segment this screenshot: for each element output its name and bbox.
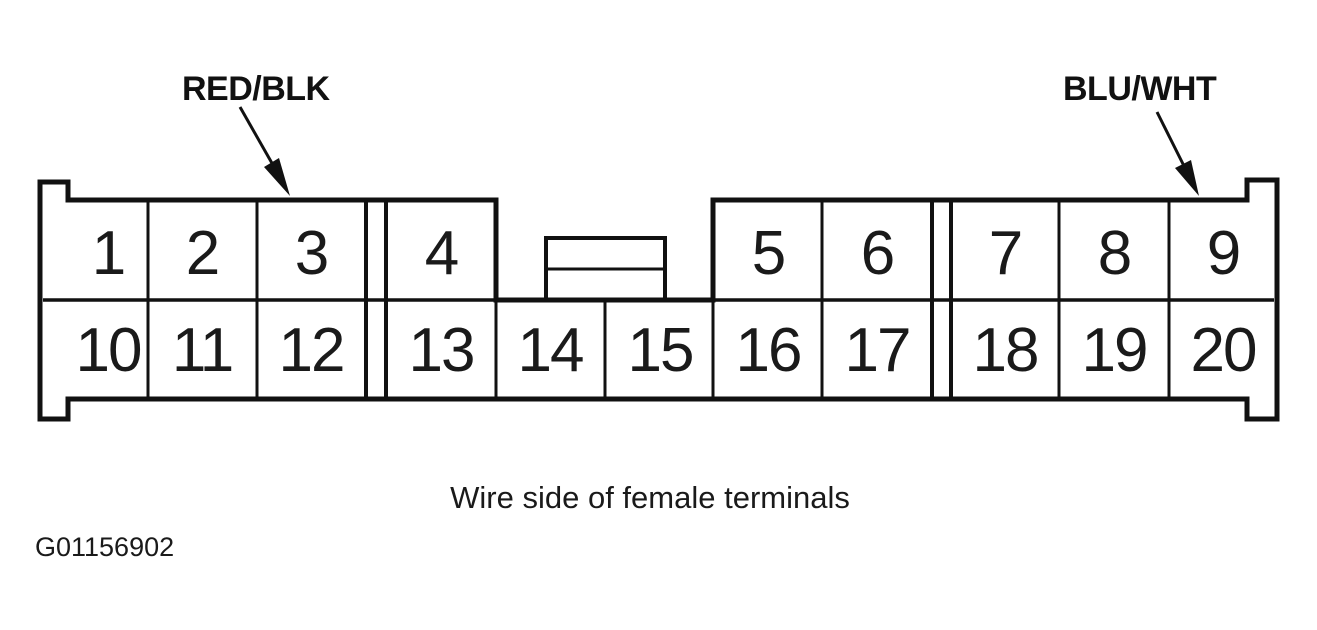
figure-id: G01156902 bbox=[35, 532, 174, 562]
terminal-5: 5 bbox=[752, 219, 784, 288]
terminal-13: 13 bbox=[409, 316, 474, 385]
terminal-16: 16 bbox=[736, 316, 801, 385]
terminal-17: 17 bbox=[845, 316, 910, 385]
terminal-14: 14 bbox=[518, 316, 583, 385]
blu-wht-label: BLU/WHT bbox=[1063, 70, 1217, 108]
blu-wht-callout: BLU/WHT bbox=[1063, 70, 1217, 196]
terminal-20: 20 bbox=[1191, 316, 1256, 385]
terminal-6: 6 bbox=[861, 219, 893, 288]
terminal-7: 7 bbox=[989, 219, 1021, 288]
terminal-10: 10 bbox=[76, 316, 141, 385]
terminal-2: 2 bbox=[186, 219, 218, 288]
diagram-caption: Wire side of female terminals bbox=[450, 480, 850, 515]
terminal-19: 19 bbox=[1082, 316, 1147, 385]
terminal-1: 1 bbox=[92, 219, 124, 288]
terminal-numbers-top: 1 2 3 4 5 6 7 8 9 bbox=[92, 219, 1241, 288]
terminal-9: 9 bbox=[1207, 219, 1239, 288]
terminal-8: 8 bbox=[1098, 219, 1130, 288]
connector-outline bbox=[37, 177, 1280, 422]
terminal-4: 4 bbox=[425, 219, 458, 288]
terminal-numbers-bottom: 10 11 12 13 14 15 16 17 18 19 20 bbox=[76, 316, 1258, 385]
red-blk-arrow-head bbox=[264, 158, 290, 196]
terminal-12: 12 bbox=[279, 316, 344, 385]
connector-housing bbox=[37, 177, 1280, 422]
terminal-18: 18 bbox=[973, 316, 1038, 385]
red-blk-callout: RED/BLK bbox=[182, 70, 331, 196]
red-blk-arrow-line bbox=[238, 106, 275, 166]
blu-wht-arrow-line bbox=[1155, 111, 1187, 169]
terminal-3: 3 bbox=[295, 219, 327, 288]
terminal-11: 11 bbox=[172, 316, 232, 385]
terminal-15: 15 bbox=[628, 316, 693, 385]
red-blk-label: RED/BLK bbox=[182, 70, 331, 108]
blu-wht-arrow-head bbox=[1175, 160, 1199, 196]
